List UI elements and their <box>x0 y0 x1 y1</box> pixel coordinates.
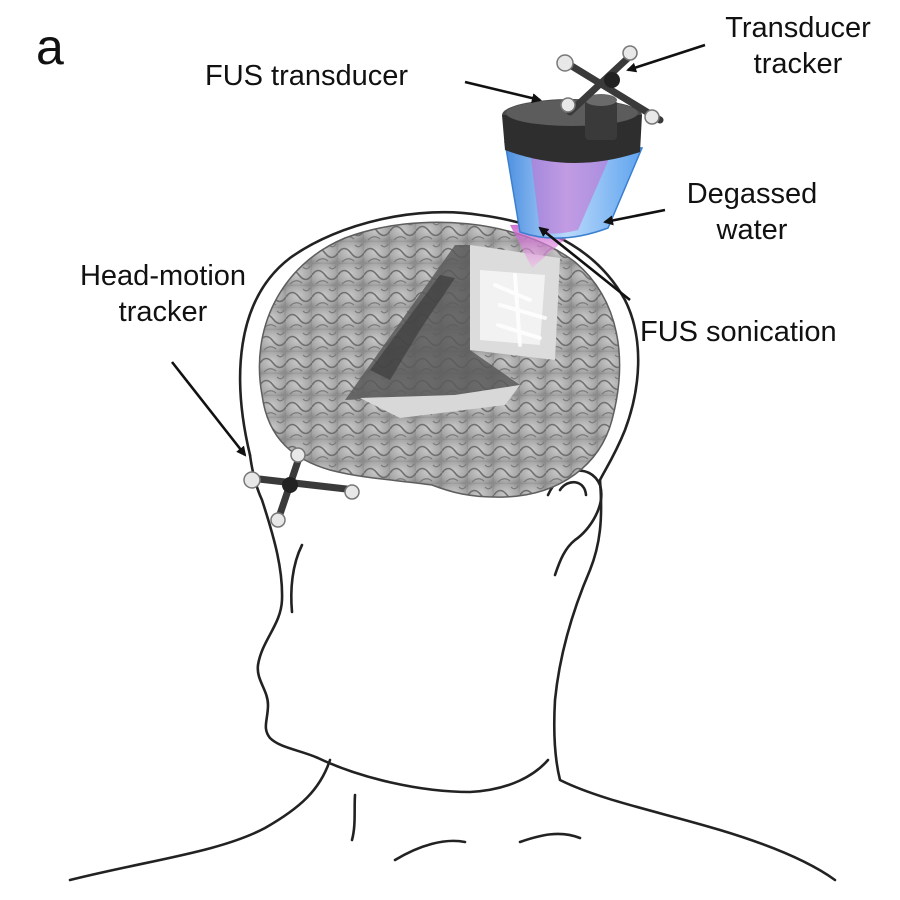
fus-transducer-device <box>502 94 642 164</box>
head-motion-tracker-label: Head-motion tracker <box>48 258 278 330</box>
transducer-tracker-line2: tracker <box>753 48 843 80</box>
arrow-head-motion-tracker <box>170 361 247 457</box>
degassed-water-label: Degassed water <box>672 176 832 248</box>
transducer-tracker-label: Transducer tracker <box>708 10 888 82</box>
panel-label: a <box>36 19 64 75</box>
arrow-transducer-tracker <box>626 43 706 73</box>
arrow-fus-transducer <box>464 80 542 103</box>
fus-transducer-label: FUS transducer <box>205 58 408 94</box>
pointer-arrows <box>170 43 706 457</box>
brain-illustration <box>258 221 621 498</box>
fus-sonication-label: FUS sonication <box>640 314 837 350</box>
degassed-water-line1: Degassed <box>686 178 818 210</box>
degassed-water-cone <box>504 141 644 239</box>
fus-transducer-text: FUS transducer <box>205 60 409 92</box>
transducer-tracker-device <box>556 45 664 125</box>
arrow-fus-sonication <box>538 226 631 302</box>
arrow-degassed-water <box>603 208 666 226</box>
transducer-tracker-line1: Transducer <box>725 12 871 44</box>
head-motion-tracker-line1: Head-motion <box>79 260 247 292</box>
head-motion-tracker-device <box>243 447 360 528</box>
head-motion-tracker-line2: tracker <box>118 296 208 328</box>
fus-sonication-text: FUS sonication <box>640 316 837 348</box>
degassed-water-line2: water <box>716 214 788 246</box>
